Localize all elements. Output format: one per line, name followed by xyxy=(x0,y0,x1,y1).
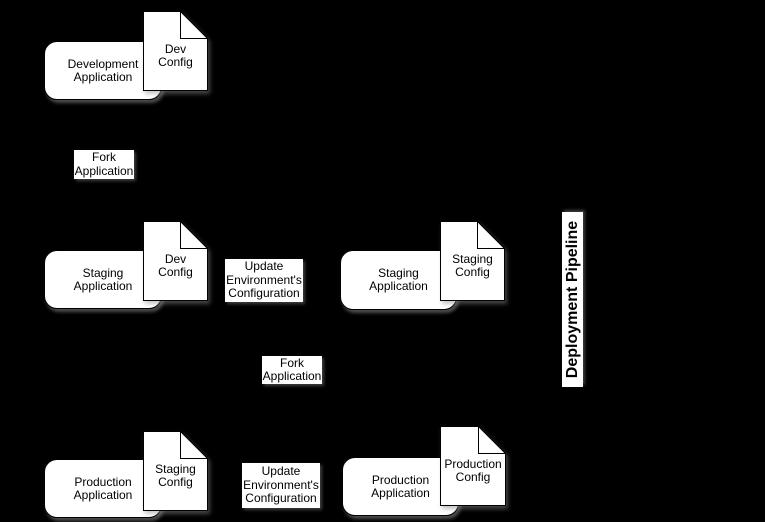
document-icon xyxy=(143,221,208,301)
fork-application-text-2: Fork Application xyxy=(262,355,322,383)
dev-config-label: Dev Config xyxy=(158,42,193,69)
production-application-left-node: Production Application xyxy=(44,459,162,518)
fork-application-text: Fork Application xyxy=(74,150,134,178)
document-icon xyxy=(440,426,506,506)
development-application-node: Development Application xyxy=(44,41,162,100)
dev-config-document: Dev Config xyxy=(143,11,208,91)
staging-application-left-node: Staging Application xyxy=(44,250,162,309)
fork-application-edge-label: Fork Application xyxy=(74,150,134,179)
deployment-pipeline-title: Deployment Pipeline xyxy=(562,212,583,387)
deployment-pipeline-title-strip: Deployment Pipeline xyxy=(562,212,583,387)
staging-application-right-label: Staging Application xyxy=(369,266,428,293)
dev-config-staging-label: Dev Config xyxy=(158,252,193,279)
update-environments-configuration-edge-label: Update Environment's Configuration xyxy=(225,259,303,302)
production-config-document: Production Config xyxy=(440,426,506,506)
dev-config-document-staging: Dev Config xyxy=(143,221,208,301)
staging-config-document-right: Staging Config xyxy=(440,221,505,301)
staging-application-left-label: Staging Application xyxy=(73,265,133,293)
update-environments-configuration-text: Update Environment's Configuration xyxy=(226,259,302,301)
production-application-left-label: Production Application xyxy=(73,474,133,502)
document-icon xyxy=(440,221,505,301)
document-icon xyxy=(143,11,208,91)
staging-config-bottom-label: Staging Config xyxy=(155,462,196,489)
update-environments-configuration-edge-label-2: Update Environment's Configuration xyxy=(242,463,320,508)
production-config-label: Production Config xyxy=(444,457,502,484)
fork-application-edge-label-2: Fork Application xyxy=(262,356,322,384)
production-application-right-label: Production Application xyxy=(371,472,430,500)
update-environments-configuration-text-2: Update Environment's Configuration xyxy=(243,464,319,506)
staging-config-right-label: Staging Config xyxy=(452,252,493,279)
document-icon xyxy=(143,431,208,511)
development-application-label: Development Application xyxy=(67,56,139,84)
production-application-right-node: Production Application xyxy=(342,457,459,516)
staging-config-document-bottom: Staging Config xyxy=(143,431,208,511)
